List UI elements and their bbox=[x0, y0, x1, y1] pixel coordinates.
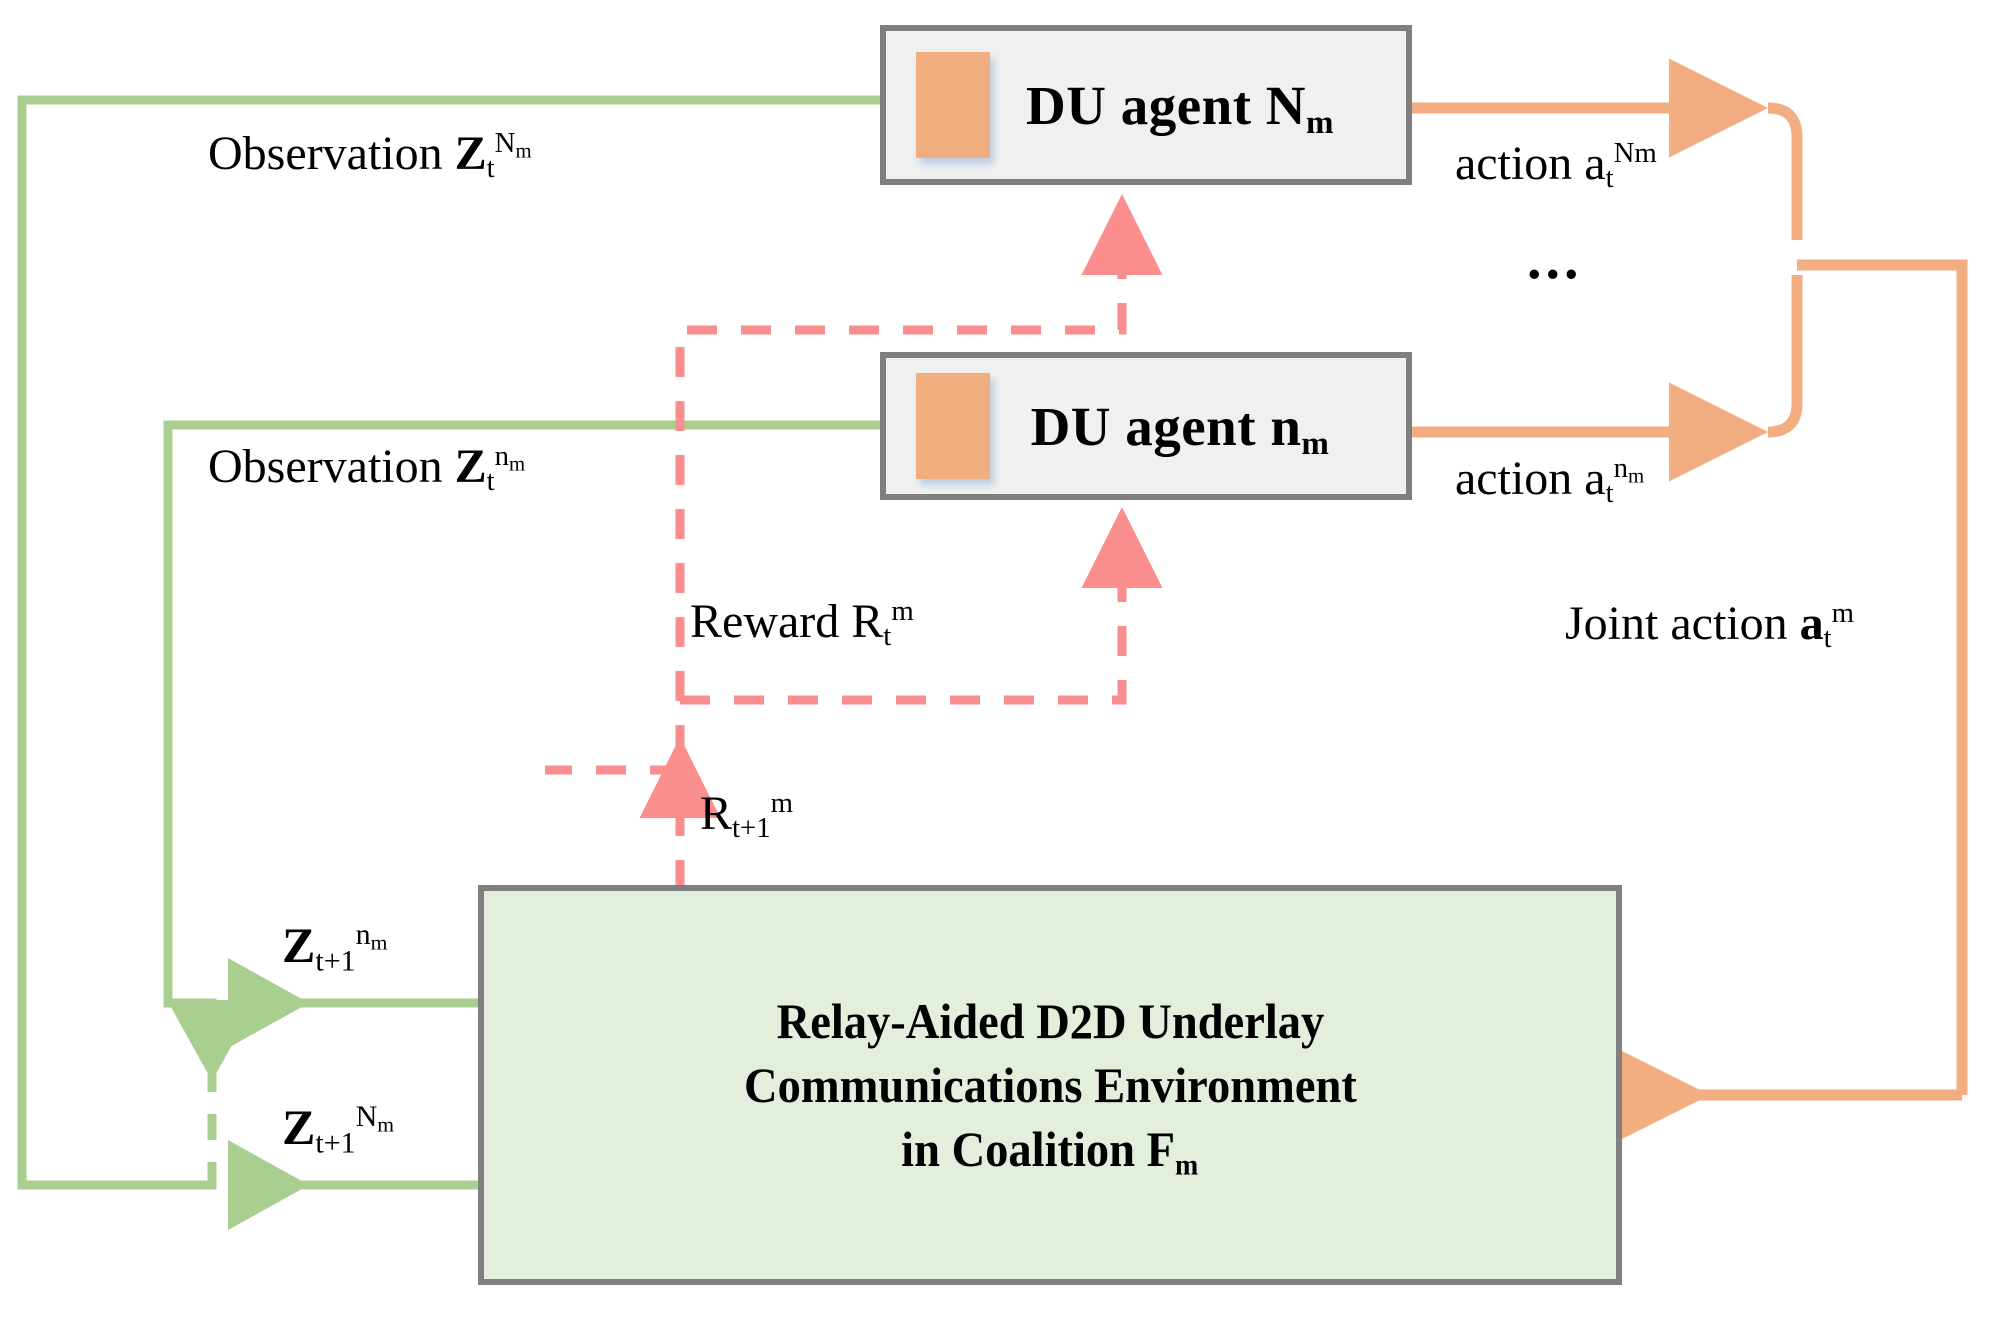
agent-device-icon bbox=[916, 373, 990, 479]
reward-nm-wire bbox=[680, 507, 1163, 705]
agents-ellipsis: ... bbox=[1527, 226, 1583, 291]
environment-line-3: in Coalition Fm bbox=[901, 1121, 1199, 1182]
du-agent-nm-label: DU agent nm bbox=[1030, 395, 1330, 462]
agent-device-icon bbox=[916, 52, 990, 158]
joint-action-bus bbox=[1767, 102, 1968, 1095]
environment-line-1: Relay-Aided D2D Underlay bbox=[776, 993, 1324, 1049]
observation-Nm-label: Observation ZtNm bbox=[208, 126, 532, 185]
du-agent-Nm-label: DU agent Nm bbox=[1026, 74, 1334, 141]
environment-line-2: Communications Environment bbox=[743, 1057, 1357, 1113]
next-observation-Nm-label: Zt+1Nm bbox=[282, 1099, 395, 1160]
joint-action-label: Joint action atm bbox=[1565, 596, 1855, 655]
action-nm-label: action atnm bbox=[1455, 451, 1645, 510]
action-Nm-label: action atNm bbox=[1455, 136, 1657, 195]
reward-label: Reward Rtm bbox=[690, 594, 914, 653]
du-agent-nm-box[interactable]: DU agent nm bbox=[880, 352, 1412, 500]
du-agent-Nm-box[interactable]: DU agent Nm bbox=[880, 25, 1412, 185]
reward-Nm-wire bbox=[675, 194, 1163, 755]
next-observation-nm-label: Zt+1nm bbox=[282, 917, 388, 978]
reward-next-label: Rt+1m bbox=[700, 786, 794, 845]
environment-box[interactable]: Relay-Aided D2D Underlay Communications … bbox=[478, 885, 1622, 1285]
observation-Nm-wire bbox=[17, 95, 885, 1190]
observation-nm-label: Observation Ztnm bbox=[208, 439, 526, 498]
